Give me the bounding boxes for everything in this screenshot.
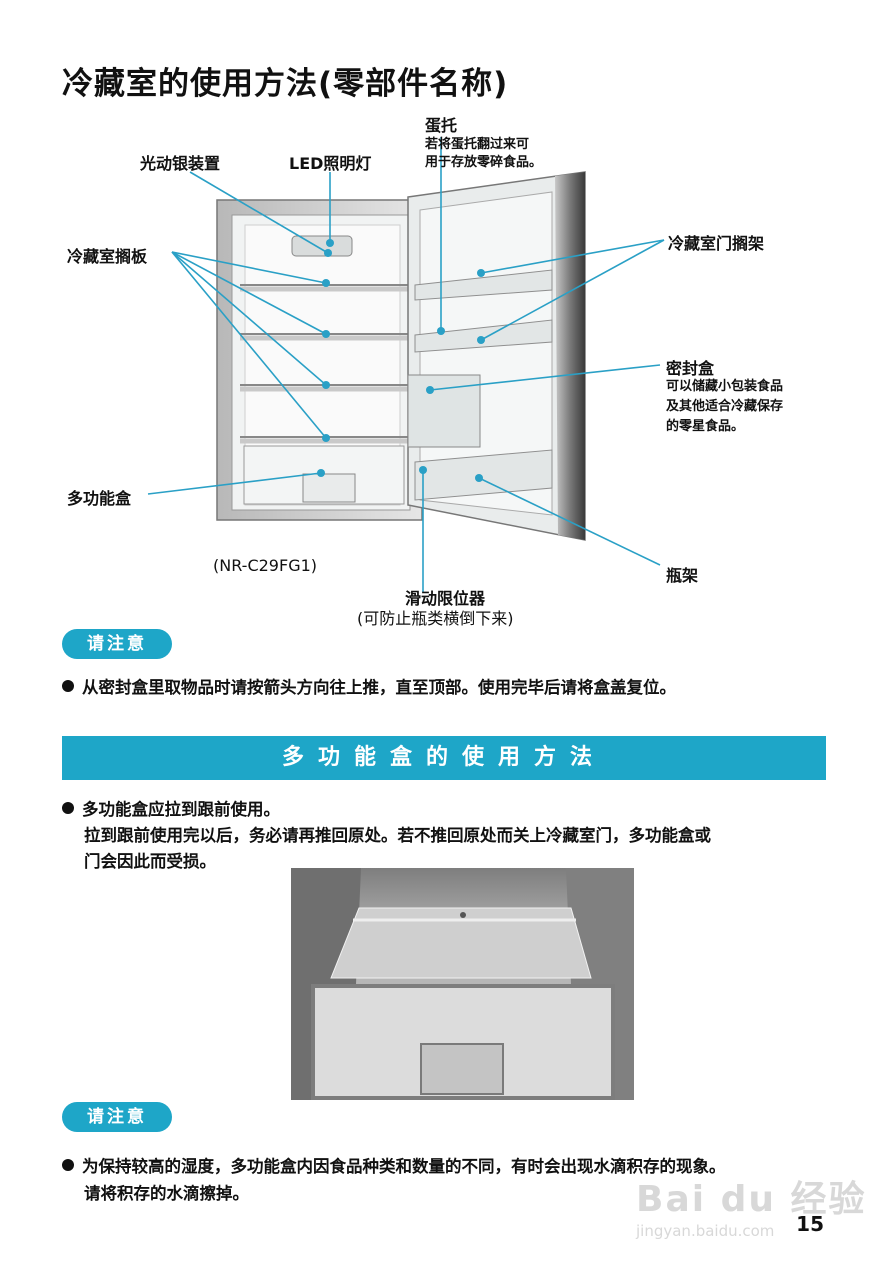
sealed-box-note-1: 可以储藏小包装食品 — [666, 379, 784, 394]
egg-tray-label: 蛋托 — [425, 116, 458, 135]
watermark-brand: Bai du 经验 — [636, 1179, 867, 1220]
sealed-box-note-3: 的零星食品。 — [666, 419, 745, 434]
multi-box-label: 多功能盒 — [67, 489, 132, 508]
bullet-icon — [62, 680, 74, 692]
notice-badge-2: 请注意 — [62, 1102, 172, 1132]
bottle-rack-label: 瓶架 — [666, 566, 699, 585]
slide-stopper-label: 滑动限位器 — [405, 589, 486, 608]
sealed-box-note-2: 及其他适合冷藏保存 — [666, 399, 784, 414]
slide-stopper-note: (可防止瓶类横倒下来) — [357, 609, 514, 628]
bullet-icon — [62, 1159, 74, 1171]
section-line-2: 拉到跟前使用完以后，务必请再推回原处。若不推回原处而关上冷藏室门，多功能盒或 — [84, 826, 711, 845]
section-banner: 多功能盒的使用方法 — [62, 736, 826, 780]
section-line-3: 门会因此而受损。 — [84, 852, 216, 871]
model-label: (NR-C29FG1) — [213, 556, 318, 575]
notice-2-line-1: 为保持较高的湿度，多功能盒内因食品种类和数量的不同，有时会出现水滴积存的现象。 — [62, 1153, 726, 1177]
notice-2-line-2: 请将积存的水滴擦掉。 — [84, 1184, 249, 1203]
page-title: 冷藏室的使用方法(零部件名称) — [62, 66, 509, 102]
led-light-label: LED照明灯 — [289, 154, 372, 173]
egg-tray-note-1: 若将蛋托翻过来可 — [425, 137, 530, 152]
notice-1-text: 从密封盒里取物品时请按箭头方向往上推，直至顶部。使用完毕后请将盒盖复位。 — [82, 678, 676, 697]
light-silver-label: 光动银装置 — [140, 154, 221, 173]
page-number: 15 — [796, 1212, 824, 1236]
fridge-illustration — [147, 137, 665, 592]
egg-tray-note-2: 用于存放零碎食品。 — [425, 155, 543, 170]
sealed-box-label: 密封盒 — [666, 359, 715, 378]
notice-2-text-1: 为保持较高的湿度，多功能盒内因食品种类和数量的不同，有时会出现水滴积存的现象。 — [82, 1157, 726, 1176]
watermark-url: jingyan.baidu.com — [636, 1222, 775, 1240]
section-text-1: 多功能盒应拉到跟前使用。 — [82, 800, 280, 819]
multi-box-photo — [291, 868, 634, 1100]
shelf-label: 冷藏室搁板 — [67, 247, 148, 266]
door-shelf-label: 冷藏室门搁架 — [668, 234, 765, 253]
notice-badge: 请注意 — [62, 629, 172, 659]
bullet-icon — [62, 802, 74, 814]
section-line-1: 多功能盒应拉到跟前使用。 — [62, 797, 280, 823]
notice-1: 从密封盒里取物品时请按箭头方向往上推，直至顶部。使用完毕后请将盒盖复位。 — [62, 674, 676, 698]
